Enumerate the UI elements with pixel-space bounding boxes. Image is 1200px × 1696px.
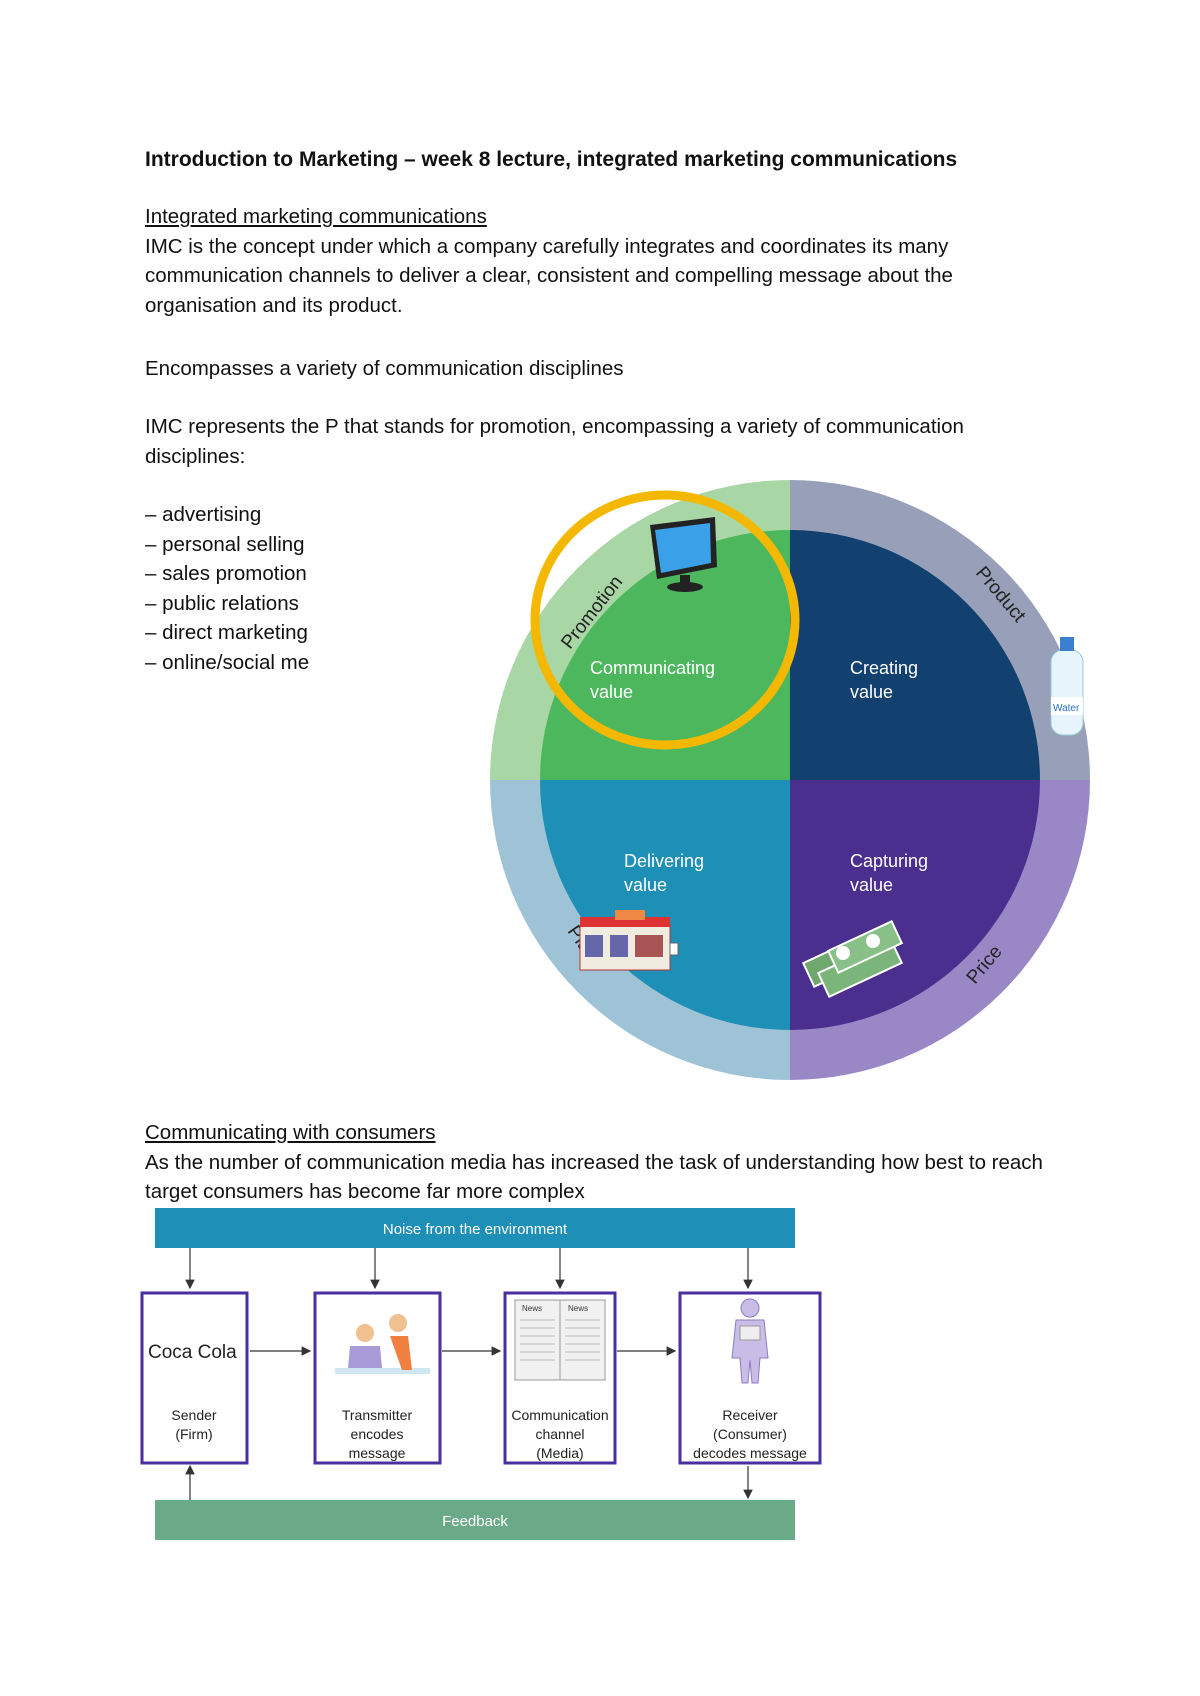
document-title: Introduction to Marketing – week 8 lectu… (145, 145, 957, 175)
sender-label: Sender (171, 1407, 216, 1423)
communicating-paragraph: As the number of communication media has… (145, 1148, 1055, 1207)
section-communicating: Communicating with consumers As the numb… (145, 1118, 1055, 1207)
sender-brand-text: Coca Cola (148, 1342, 237, 1363)
delivering-label: Delivering (624, 851, 704, 871)
section-heading-imc: Integrated marketing communications (145, 202, 1055, 232)
section-heading-communicating: Communicating with consumers (145, 1118, 1055, 1148)
list-item: – sales promotion (145, 559, 309, 589)
list-item: – online/social me (145, 648, 309, 678)
transmitter-label: Transmitter (342, 1407, 413, 1423)
bottle-label: Water (1053, 703, 1080, 714)
communication-model-diagram: Noise from the environment Coca Cola (140, 1208, 830, 1558)
news-label: News (568, 1304, 588, 1313)
communicating-label: Communicating (590, 658, 715, 678)
imc-definition-paragraph: IMC is the concept under which a company… (145, 232, 1055, 321)
noise-label: Noise from the environment (383, 1221, 568, 1238)
list-item: – direct marketing (145, 618, 309, 648)
news-label: News (522, 1304, 542, 1313)
creating-value-quadrant (790, 530, 1040, 780)
list-item: – advertising (145, 500, 309, 530)
channel-sub: channel (535, 1426, 584, 1442)
marketing-wheel-diagram: Communicating value Creating value Deliv… (485, 475, 1105, 1085)
creating-label: Creating (850, 658, 918, 678)
transmitter-sub: encodes (351, 1426, 404, 1442)
delivering-value-quadrant (540, 780, 790, 1030)
promotion-p-line: IMC represents the P that stands for pro… (145, 412, 1055, 471)
newspaper-icon: News News (515, 1300, 605, 1380)
transmitter-sub-2: message (349, 1445, 406, 1461)
receiver-label: Receiver (722, 1407, 778, 1423)
disciplines-line: Encompasses a variety of communication d… (145, 354, 624, 384)
channel-sub-2: (Media) (536, 1445, 583, 1461)
store-icon (580, 910, 678, 970)
feedback-label: Feedback (442, 1513, 508, 1530)
capturing-label-2: value (850, 875, 893, 895)
sender-sub: (Firm) (175, 1426, 212, 1442)
disciplines-list: – advertising – personal selling – sales… (145, 500, 309, 677)
receiver-sub-2: decodes message (693, 1445, 807, 1461)
delivering-label-2: value (624, 875, 667, 895)
list-item: – public relations (145, 589, 309, 619)
list-item: – personal selling (145, 530, 309, 560)
channel-label: Communication (511, 1407, 608, 1423)
section-imc: Integrated marketing communications IMC … (145, 202, 1055, 320)
communicating-label-2: value (590, 682, 633, 702)
capturing-label: Capturing (850, 851, 928, 871)
receiver-sub: (Consumer) (713, 1426, 787, 1442)
creating-label-2: value (850, 682, 893, 702)
